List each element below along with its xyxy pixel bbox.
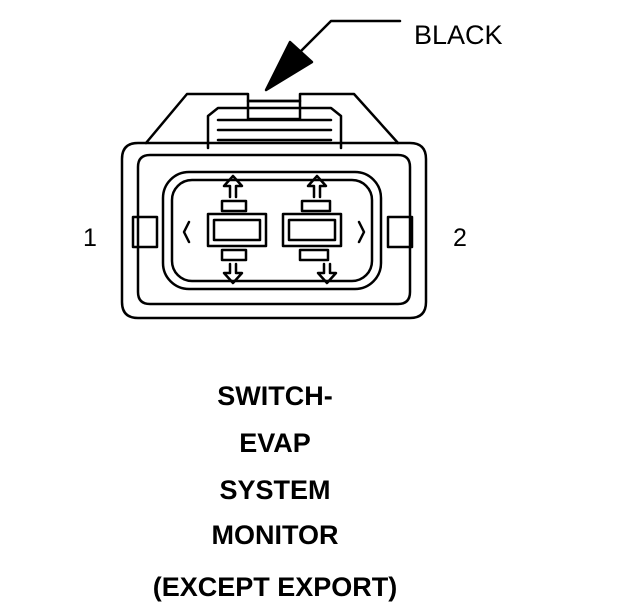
terminal-pin-2	[281, 174, 343, 285]
connector-latch-inner	[206, 106, 343, 150]
terminal-pin-1	[206, 174, 268, 285]
connector-cavity-notch-right	[357, 220, 366, 244]
callout-leader-line	[298, 19, 402, 54]
connector-cavity-notch-left	[182, 220, 191, 244]
connector-side-tab-left	[131, 215, 159, 249]
title-line-2: EVAP	[239, 428, 311, 458]
pin-number-2-label: 2	[453, 224, 467, 252]
pin-number-1-label: 1	[83, 224, 97, 252]
callout-color-label: BLACK	[414, 20, 503, 50]
connector-housing-outer	[120, 141, 428, 320]
title-line-3: SYSTEM	[219, 475, 331, 505]
title-line-1: SWITCH-	[217, 381, 333, 411]
title-line-4: MONITOR	[211, 520, 339, 550]
connector-cavity-inner	[170, 178, 374, 283]
connector-latch-ribs	[216, 118, 333, 142]
title-line-5: (EXCEPT EXPORT)	[152, 572, 398, 602]
connector-latch-tab	[246, 99, 302, 121]
connector-side-tab-right	[386, 215, 414, 249]
connector-housing-inner	[136, 153, 412, 306]
callout-arrowhead	[264, 40, 314, 92]
connector-cavity-outer	[161, 170, 383, 291]
